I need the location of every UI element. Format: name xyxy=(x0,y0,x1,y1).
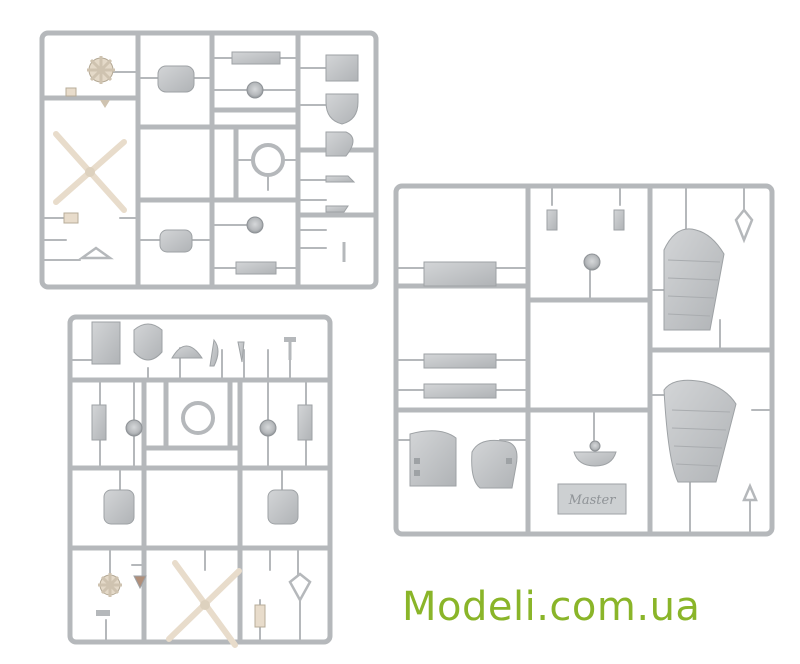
wheel-part xyxy=(259,419,277,437)
sprue-right-parts: Master xyxy=(409,207,758,515)
panel-part xyxy=(423,383,497,399)
small-part xyxy=(65,87,77,97)
stabilizer-ribs xyxy=(671,409,731,467)
small-part xyxy=(325,175,356,183)
dome-part xyxy=(573,451,617,467)
tail-part xyxy=(91,321,121,365)
strut-part xyxy=(742,482,758,502)
strut-part xyxy=(78,246,114,260)
dome-part xyxy=(589,440,601,452)
wheel-part xyxy=(246,81,264,99)
small-part xyxy=(100,100,110,108)
engine-part xyxy=(87,56,115,84)
logo-tag: Master xyxy=(557,483,627,515)
strut-part xyxy=(734,207,754,244)
ring-part xyxy=(181,401,215,435)
panel-part xyxy=(91,404,107,441)
small-part xyxy=(254,604,266,628)
small-part xyxy=(414,458,420,464)
wing-tip-part xyxy=(209,338,219,367)
tail-part xyxy=(133,323,163,361)
wheel-part xyxy=(125,419,143,437)
small-part xyxy=(613,209,625,231)
sprue-top-left xyxy=(39,30,379,290)
stabilizer-part xyxy=(663,379,737,483)
strut-part xyxy=(288,572,312,603)
propeller-part xyxy=(53,131,127,213)
panel-part xyxy=(423,353,497,369)
cowling-part xyxy=(103,489,135,525)
small-part xyxy=(96,610,110,616)
sprue-right xyxy=(393,183,775,537)
cowling-part xyxy=(267,489,299,525)
cowling-part xyxy=(157,65,195,93)
small-part xyxy=(325,205,349,213)
propeller-part xyxy=(166,560,242,648)
ring-part xyxy=(251,143,285,177)
wing-tip-part xyxy=(237,341,245,363)
logo-tag-text: Master xyxy=(568,493,617,508)
panel-part xyxy=(423,261,497,287)
panel-part xyxy=(231,51,281,65)
small-part xyxy=(546,209,558,231)
tail-part xyxy=(325,93,359,125)
small-part xyxy=(133,575,147,590)
small-part xyxy=(284,337,296,342)
sprue-top-left-parts xyxy=(53,51,359,275)
cowling-part xyxy=(159,229,193,253)
panel-part xyxy=(297,404,313,441)
wing-tip-part xyxy=(325,131,354,157)
panel-part xyxy=(235,261,277,275)
panel-part xyxy=(471,439,518,489)
seat-part xyxy=(409,430,457,487)
small-part xyxy=(63,212,79,224)
wheel-part xyxy=(583,253,601,271)
canopy-part xyxy=(171,345,203,359)
wheel-part xyxy=(246,216,264,234)
sprue-bottom-left-parts xyxy=(91,321,313,648)
small-part xyxy=(414,470,420,476)
engine-part xyxy=(98,573,122,597)
watermark-text: Modeli.com.ua xyxy=(402,584,701,630)
tail-part xyxy=(325,54,359,82)
rudder-ribs xyxy=(667,259,721,317)
small-part xyxy=(506,458,512,464)
